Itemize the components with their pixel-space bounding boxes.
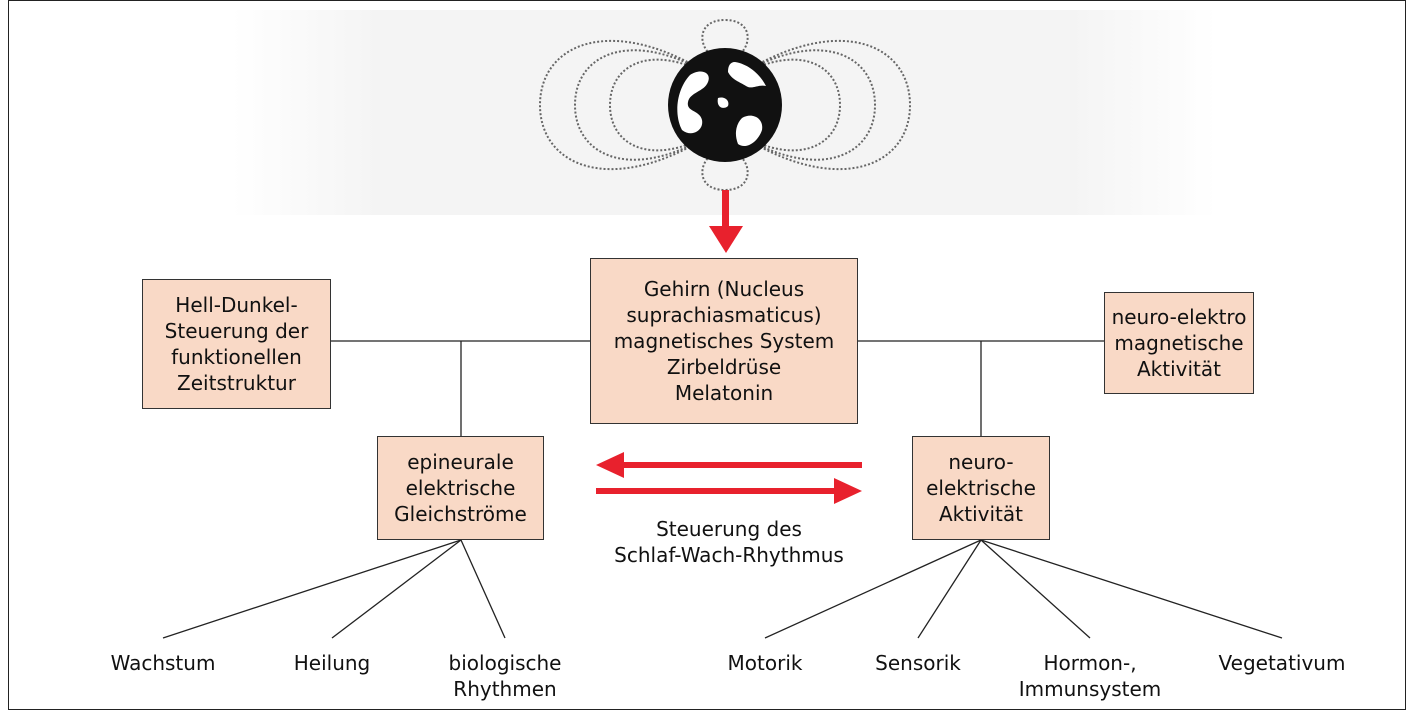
connector-lines bbox=[162, 340, 1283, 639]
neuro-electric-activity-box: neuro- elektrische Aktivität bbox=[912, 436, 1050, 540]
arrow-left bbox=[596, 452, 862, 478]
leaf-wachstum: Wachstum bbox=[110, 651, 216, 675]
globe-magnetic-field-icon bbox=[538, 18, 912, 192]
leaf-vegetativum: Vegetativum bbox=[1218, 651, 1346, 675]
globe-to-brain-arrow bbox=[709, 190, 743, 253]
leaf-heilung: Heilung bbox=[293, 651, 371, 675]
leaf-sensorik: Sensorik bbox=[875, 651, 961, 675]
light-dark-control-box: Hell-Dunkel- Steuerung der funktionellen… bbox=[142, 279, 331, 409]
neuro-electromagnetic-box: neuro-elektro magnetische Aktivität bbox=[1104, 292, 1254, 394]
leaf-hormone-immune: Hormon-, Immunsystem bbox=[1018, 651, 1162, 701]
brain-box: Gehirn (Nucleus suprachiasmaticus) magne… bbox=[590, 258, 858, 424]
epineural-currents-box: epineurale elektrische Gleichströme bbox=[377, 436, 544, 540]
leaf-motorik: Motorik bbox=[727, 651, 803, 675]
arrow-right bbox=[596, 478, 862, 504]
sleep-wake-rhythm-label: Steuerung des Schlaf-Wach-Rhythmus bbox=[614, 517, 844, 567]
leaf-biological-rhythms: biologische Rhythmen bbox=[448, 651, 562, 701]
